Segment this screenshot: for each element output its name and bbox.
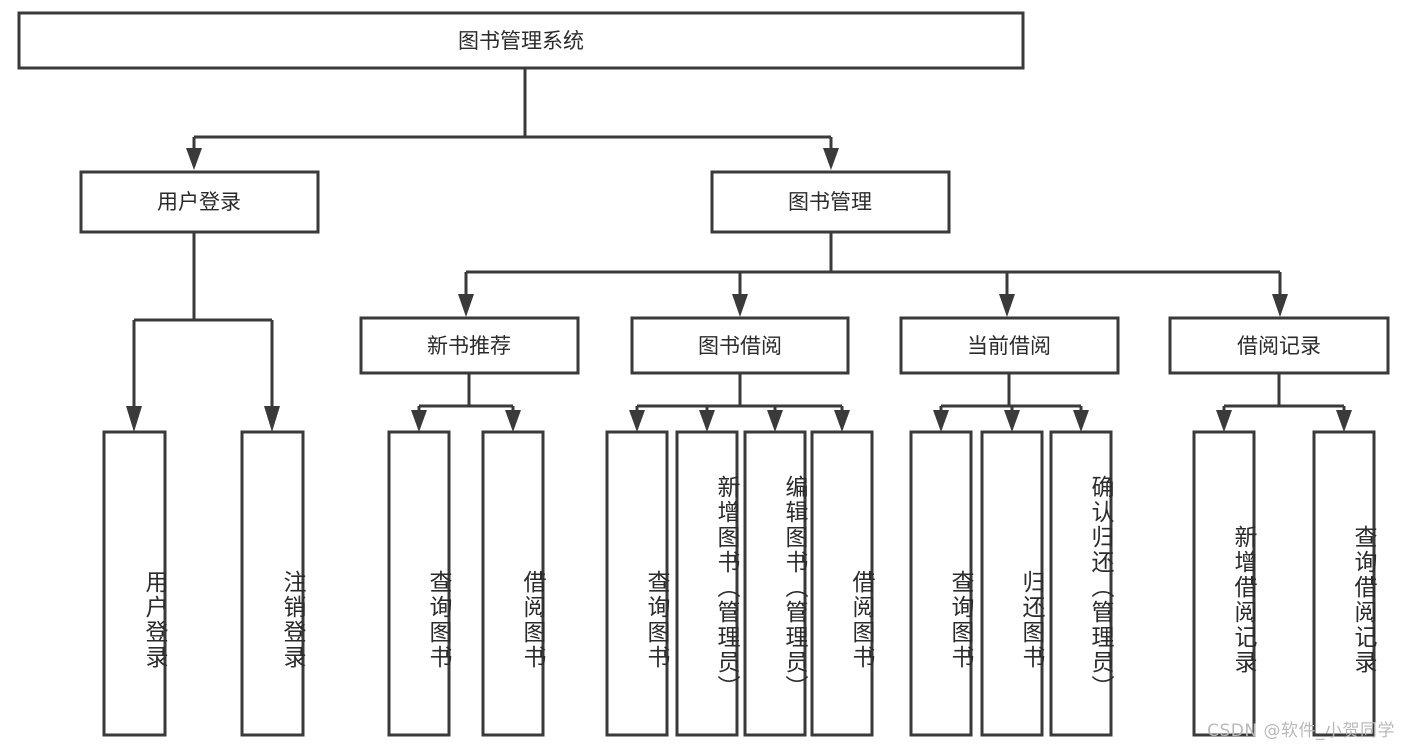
leaf-user-login-box[interactable] (102, 430, 167, 737)
node-root[interactable]: 图书管理系统 (17, 11, 1025, 70)
arrow-head-leaf-confirm-return (1073, 410, 1089, 432)
arrow-head-leaf-borrow-book-1 (505, 410, 521, 432)
arrow-head-leaf-edit-book (767, 410, 783, 432)
arrow-head-leaf-query-book-2 (629, 410, 645, 432)
leaf-borrow-book-1-box[interactable] (481, 430, 545, 737)
watermark-text: CSDN @软件_小贺同学 (1207, 721, 1395, 741)
connector-group-borrow-record (1216, 374, 1352, 432)
node-borrow-record-box[interactable] (1168, 316, 1390, 375)
leaf-add-book-box[interactable] (675, 430, 739, 737)
node-root-box[interactable] (17, 11, 1025, 70)
node-root-label: 图书管理系统 (458, 29, 584, 53)
node-new-book-recommend[interactable]: 新书推荐 (359, 316, 580, 375)
connector-group-current-borrow (933, 374, 1089, 432)
connector-group-user-login (126, 233, 280, 432)
node-book-manage-box[interactable] (710, 170, 951, 234)
node-user-login-box[interactable] (79, 170, 320, 234)
connector-group-book-manage (458, 233, 1288, 317)
arrow-head-book-manage (823, 148, 839, 170)
node-current-borrow-label: 当前借阅 (967, 334, 1051, 358)
leaf-query-book-2-box[interactable] (605, 430, 669, 737)
node-book-borrow-box[interactable] (630, 316, 850, 375)
node-user-login[interactable]: 用户登录 (79, 170, 320, 234)
node-borrow-record-label: 借阅记录 (1237, 334, 1321, 358)
node-book-manage-label: 图书管理 (788, 190, 872, 214)
arrow-head-leaf-query-record (1336, 410, 1352, 432)
node-new-book-recommend-label: 新书推荐 (427, 334, 511, 358)
node-book-borrow[interactable]: 图书借阅 (630, 316, 850, 375)
arrow-head-leaf-add-book (699, 410, 715, 432)
arrow-head-leaf-add-record (1216, 410, 1232, 432)
arrow-head-leaf-user-logout (264, 406, 280, 432)
node-borrow-record[interactable]: 借阅记录 (1168, 316, 1390, 375)
connector-group-new-book-recommend (411, 374, 521, 432)
leaf-add-record-box[interactable] (1192, 430, 1256, 737)
arrow-head-leaf-borrow-book-2 (834, 410, 850, 432)
arrow-head-new-book-recommend (458, 294, 474, 317)
arrow-head-leaf-user-login (126, 406, 142, 432)
node-current-borrow[interactable]: 当前借阅 (899, 316, 1120, 375)
leaf-return-book-box[interactable] (980, 430, 1044, 737)
node-new-book-recommend-box[interactable] (359, 316, 580, 375)
connector-group-root (186, 68, 839, 170)
arrow-head-leaf-query-book-1 (411, 410, 427, 432)
leaf-user-logout-box[interactable] (240, 430, 305, 737)
arrow-head-borrow-record (1272, 294, 1288, 317)
leaf-query-book-1-box[interactable] (387, 430, 451, 737)
node-book-borrow-label: 图书借阅 (698, 334, 782, 358)
arrow-head-leaf-query-book-3 (933, 410, 949, 432)
leaf-query-record-box[interactable] (1312, 430, 1376, 737)
node-user-login-label: 用户登录 (157, 190, 241, 214)
node-current-borrow-box[interactable] (899, 316, 1120, 375)
leaf-confirm-return-box[interactable] (1049, 430, 1113, 737)
leaf-boxes (102, 430, 1376, 737)
arrow-head-leaf-return-book (1004, 410, 1020, 432)
node-book-manage[interactable]: 图书管理 (710, 170, 951, 234)
leaf-edit-book-box[interactable] (743, 430, 807, 737)
leaf-query-book-3-box[interactable] (909, 430, 973, 737)
connector-group-book-borrow (629, 374, 850, 432)
arrow-head-user-login (186, 148, 202, 170)
leaf-borrow-book-2-box[interactable] (810, 430, 874, 737)
arrow-head-book-borrow (732, 294, 748, 317)
arrow-head-current-borrow (999, 294, 1015, 317)
